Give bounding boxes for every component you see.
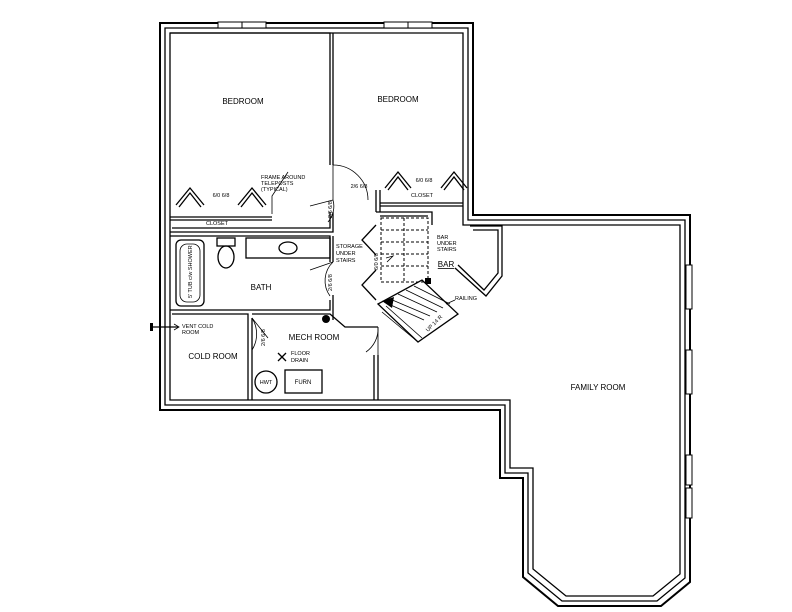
room-bar: BAR xyxy=(438,260,455,269)
floor-drain-line1: FLOOR xyxy=(291,351,310,357)
closet-door-size-left: 6/0 6/8 xyxy=(213,193,230,199)
stairs xyxy=(361,217,460,343)
windows xyxy=(217,21,693,519)
door-size-cold: 2/6 6/8 xyxy=(261,329,267,346)
floor-drain-line2: DRAIN xyxy=(291,358,308,364)
bathtub xyxy=(175,239,205,307)
exterior-walls xyxy=(159,22,691,607)
bar-under-line3: STAIRS xyxy=(437,247,457,253)
vanity xyxy=(245,237,331,259)
vent-line2: ROOM xyxy=(182,330,200,336)
storage-line3: STAIRS xyxy=(336,258,356,264)
room-cold-room: COLD ROOM xyxy=(188,352,238,361)
swing-doors xyxy=(251,164,379,355)
hwt-label: HWT xyxy=(260,380,273,386)
furnace xyxy=(284,369,323,394)
room-family-room: FAMILY ROOM xyxy=(571,383,626,392)
storage-line2: UNDER xyxy=(336,251,356,257)
frame-note-line1: FRAME AROUND xyxy=(261,175,305,181)
closet-door-size-right: 6/0 6/8 xyxy=(416,178,433,184)
sink xyxy=(278,241,298,255)
door-size-top: 2/6 6/8 xyxy=(351,184,368,190)
floor-drain-dot xyxy=(322,315,330,323)
room-bath: BATH xyxy=(251,283,272,292)
room-labels: BEDROOM BEDROOM BATH COLD ROOM MECH ROOM… xyxy=(188,95,625,392)
stair-door-size: 6/0 6/8 xyxy=(374,253,380,270)
frame-note-line3: (TYPICAL) xyxy=(261,187,288,193)
frame-note-line2: TELEPOSTS xyxy=(261,181,294,187)
room-bedroom-left: BEDROOM xyxy=(222,97,264,106)
vent-line1: VENT COLD xyxy=(182,324,213,330)
fixtures xyxy=(150,237,331,394)
toilet-tank xyxy=(216,237,236,247)
interior-walls xyxy=(170,32,503,400)
railing-label: RAILING xyxy=(455,296,477,302)
furn-label: FURN xyxy=(295,380,312,386)
room-bedroom-right: BEDROOM xyxy=(377,95,419,104)
stair-flight xyxy=(376,279,460,343)
closet-doors xyxy=(175,170,468,208)
bar-under-line2: UNDER xyxy=(437,241,457,247)
door-size-bath: 2/6 6/8 xyxy=(328,274,334,291)
bar-under-line1: BAR xyxy=(437,235,448,241)
storage-line1: STORAGE xyxy=(336,244,363,250)
hot-water-tank xyxy=(254,370,278,394)
door-size-bedroom: 2/6 6/8 xyxy=(328,201,334,218)
tub-label: 5' TUB c/w SHOWER xyxy=(188,245,194,298)
room-mech-room: MECH ROOM xyxy=(289,333,340,342)
closet-label-left: CLOSET xyxy=(206,221,229,227)
toilet-bowl xyxy=(217,245,235,269)
floor-drain-icon xyxy=(277,352,287,362)
closet-label-right: CLOSET xyxy=(411,193,434,199)
annotations: CLOSET CLOSET 6/0 6/8 6/0 6/8 FRAME AROU… xyxy=(182,175,477,386)
